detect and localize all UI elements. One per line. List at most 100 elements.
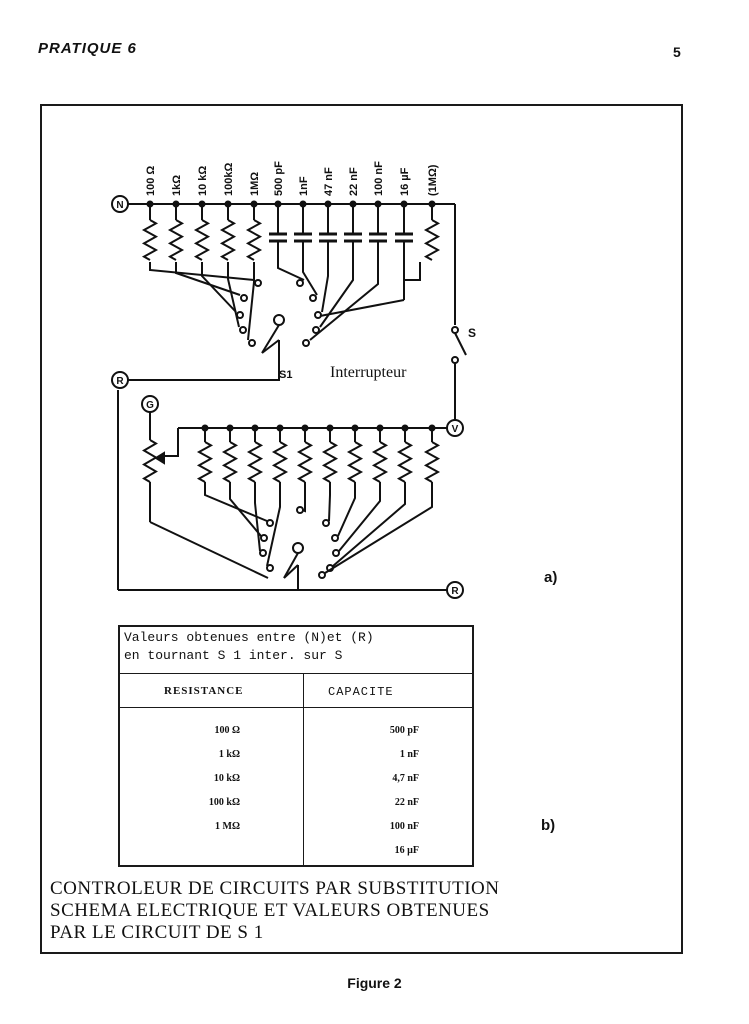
resistor: [245, 219, 263, 261]
switch-lead: [204, 482, 268, 522]
caption-line-2: SCHEMA ELECTRIQUE ET VALEURS OBTENUES: [50, 900, 490, 921]
capacite-value: 4,7 nF: [392, 773, 419, 784]
switch-lead: [338, 482, 381, 552]
terminal-g: [141, 395, 159, 413]
capacite-value: 22 nF: [394, 797, 419, 808]
switch-wiper: [261, 324, 280, 354]
capacite-value: 500 pF: [389, 725, 419, 736]
table-divider: [120, 673, 472, 674]
potentiometer: [142, 439, 158, 483]
terminal-g-label: G: [146, 400, 154, 411]
component-label: 1MΩ: [249, 172, 261, 196]
terminal-v-label: V: [452, 424, 459, 435]
wire: [403, 262, 421, 281]
switch-lead: [277, 262, 305, 281]
figure-frame: [40, 104, 683, 954]
table-caption-line-2: en tournant S 1 inter. sur S: [124, 648, 343, 663]
capacite-value: 1 nF: [399, 749, 419, 760]
switch-contact: [240, 294, 248, 302]
page-number: 5: [673, 44, 681, 60]
terminal-r-label: R: [116, 376, 124, 387]
switch-contact: [331, 534, 339, 542]
wire: [319, 299, 405, 317]
component-label: 100 nF: [373, 161, 385, 196]
switch-contact: [309, 294, 317, 302]
switch-lead: [149, 262, 255, 281]
interrupteur-blade: [454, 332, 467, 356]
component-label: 100kΩ: [223, 163, 235, 196]
component-label: (1MΩ): [427, 164, 439, 196]
lower-switch-circuit: [117, 390, 448, 591]
figure-label: Figure 2: [347, 975, 402, 991]
table-caption-line-1: Valeurs obtenues entre (N)et (R): [124, 630, 374, 645]
resistor: [221, 441, 239, 483]
resistor: [246, 441, 264, 483]
switch-contact: [266, 519, 274, 527]
switch-lead: [332, 482, 406, 567]
resistor: [196, 441, 214, 483]
switch-contact: [302, 339, 310, 347]
switch-lead: [328, 482, 331, 522]
part-a-label: a): [544, 569, 558, 586]
switch-contact: [236, 311, 244, 319]
switch-wiper: [261, 339, 280, 354]
resistor: [346, 441, 364, 483]
switch-contact: [296, 506, 304, 514]
capacite-value: 16 µF: [394, 845, 419, 856]
component-label: 500 pF: [273, 161, 285, 196]
resistance-value: 10 kΩ: [213, 773, 240, 784]
resistance-value: 100 Ω: [214, 725, 240, 736]
switch-lead: [247, 262, 255, 341]
column-header-resistance: RESISTANCE: [164, 685, 244, 697]
caption-line-3: PAR LE CIRCUIT DE S 1: [50, 922, 264, 943]
column-header-capacite: CAPACITE: [328, 685, 394, 699]
wire: [128, 340, 280, 381]
upper-switch-circuit: [128, 200, 467, 421]
switch-lead: [175, 262, 241, 296]
figure-caption: CONTROLEUR DE CIRCUITS PAR SUBSTITUTION …: [50, 878, 670, 944]
switch-contact: [239, 326, 247, 334]
component-label: 47 nF: [323, 167, 335, 196]
switch-contact: [259, 549, 267, 557]
switch-contact: [318, 571, 326, 579]
resistor: [167, 219, 185, 261]
terminal-r-lower: [446, 581, 464, 599]
switch-contact: [312, 326, 320, 334]
switch-contact: [266, 564, 274, 572]
table-column-divider: [303, 673, 304, 865]
part-b-label: b): [541, 817, 556, 834]
values-table: Valeurs obtenues entre (N)et (R) en tour…: [118, 625, 474, 867]
switch-contact: [254, 279, 262, 287]
switch-rotor: [292, 542, 304, 554]
switch-lead: [319, 262, 354, 328]
switch-contact: [451, 356, 459, 364]
terminal-v: [446, 419, 464, 437]
switch-contact: [451, 326, 459, 334]
switch-lead: [254, 482, 261, 552]
table-caption: Valeurs obtenues entre (N)et (R) en tour…: [124, 629, 472, 665]
switch-lead: [227, 262, 240, 328]
resistor: [271, 441, 289, 483]
wire: [162, 428, 179, 457]
wire: [149, 521, 269, 579]
resistor: [141, 219, 159, 261]
switch-wiper: [283, 564, 299, 579]
interrupteur-label: Interrupteur: [330, 364, 407, 381]
resistor: [296, 441, 314, 483]
table-divider: [120, 707, 472, 708]
resistor: [423, 441, 441, 483]
switch-contact: [248, 339, 256, 347]
resistor: [321, 441, 339, 483]
running-header: PRATIQUE 6: [38, 40, 137, 57]
switch-s-label: S: [468, 326, 476, 340]
switch-contact: [260, 534, 268, 542]
component-label: 100 Ω: [145, 166, 157, 196]
resistor: [423, 219, 441, 261]
switch-lead: [324, 482, 433, 574]
switch-lead: [321, 262, 329, 313]
